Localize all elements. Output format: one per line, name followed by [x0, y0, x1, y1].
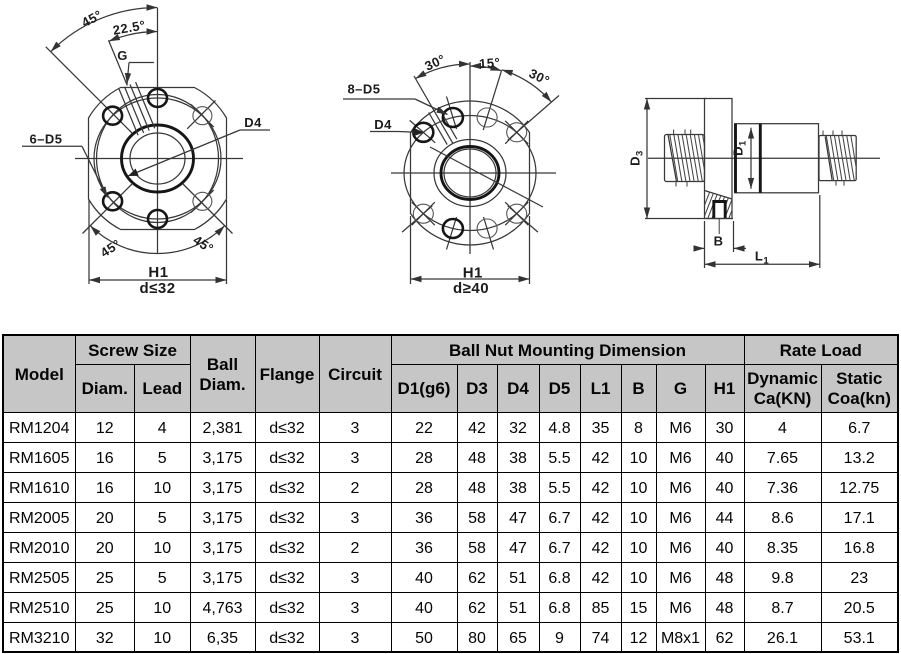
svg-text:D1: D1: [731, 140, 749, 156]
svg-text:22.5°: 22.5°: [112, 17, 147, 38]
svg-text:30°: 30°: [422, 51, 448, 74]
svg-text:45°: 45°: [98, 236, 124, 260]
svg-text:G: G: [117, 48, 128, 63]
svg-text:d≥40: d≥40: [453, 280, 489, 297]
svg-text:H1: H1: [463, 265, 483, 282]
svg-text:8–D5: 8–D5: [347, 82, 380, 97]
svg-text:D4: D4: [374, 117, 392, 132]
svg-text:d≤32: d≤32: [139, 280, 175, 297]
svg-text:30°: 30°: [527, 66, 553, 89]
svg-text:H1: H1: [148, 264, 168, 281]
svg-text:15°: 15°: [479, 55, 501, 71]
svg-text:B: B: [714, 234, 724, 249]
svg-text:6–D5: 6–D5: [29, 132, 62, 147]
svg-text:D4: D4: [244, 115, 262, 130]
svg-text:D3: D3: [628, 150, 646, 166]
